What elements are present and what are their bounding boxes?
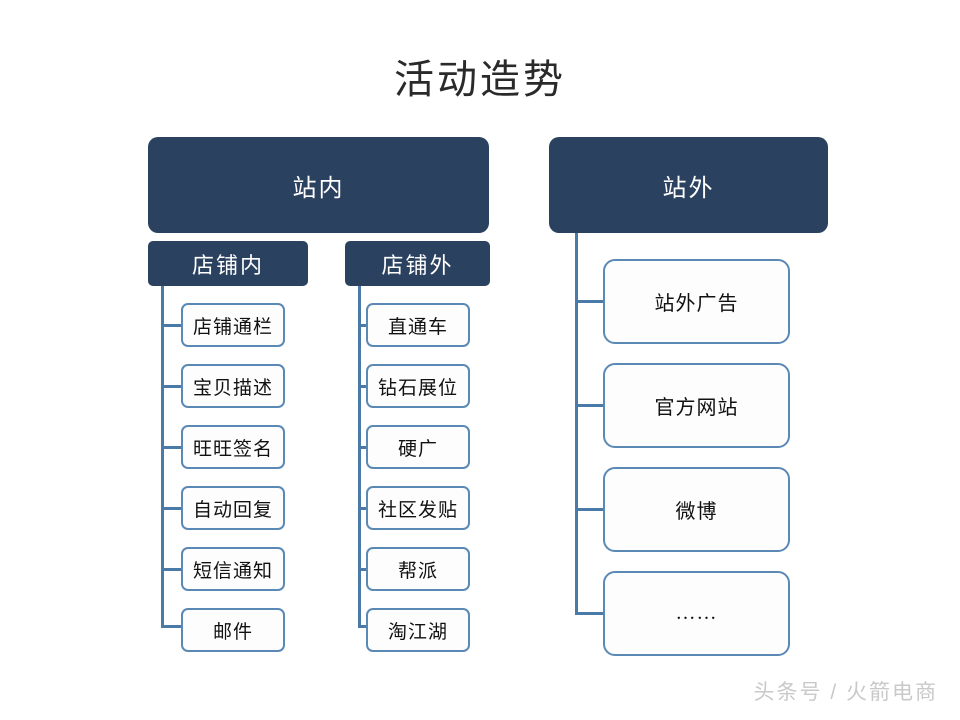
branch-header-offsite[interactable]: 站外 (549, 137, 828, 233)
connector-stub-offsite-4 (575, 612, 605, 615)
list-item[interactable]: 硬广 (366, 425, 470, 469)
connector-stub-in-shop-5 (161, 568, 181, 571)
connector-stub-in-shop-1 (161, 324, 181, 327)
list-item[interactable]: 官方网站 (603, 363, 790, 448)
list-item[interactable]: 自动回复 (181, 486, 285, 530)
list-item[interactable]: 短信通知 (181, 547, 285, 591)
list-item[interactable]: 店铺通栏 (181, 303, 285, 347)
branch-header-onsite[interactable]: 站内 (148, 137, 489, 233)
list-item[interactable]: 邮件 (181, 608, 285, 652)
group-header-out-shop[interactable]: 店铺外 (345, 241, 490, 286)
connector-trunk-out-shop (358, 286, 361, 627)
connector-stub-offsite-1 (575, 300, 605, 303)
connector-stub-in-shop-6 (161, 625, 181, 628)
list-item[interactable]: …… (603, 571, 790, 656)
list-item[interactable]: 社区发贴 (366, 486, 470, 530)
list-item[interactable]: 站外广告 (603, 259, 790, 344)
list-item[interactable]: 旺旺签名 (181, 425, 285, 469)
watermark: 头条号 / 火箭电商 (753, 681, 938, 704)
list-item[interactable]: 微博 (603, 467, 790, 552)
connector-stub-in-shop-3 (161, 446, 181, 449)
page-title: 活动造势 (394, 57, 566, 102)
list-item[interactable]: 帮派 (366, 547, 470, 591)
group-header-in-shop[interactable]: 店铺内 (148, 241, 308, 286)
connector-stub-in-shop-4 (161, 507, 181, 510)
connector-stub-offsite-2 (575, 404, 605, 407)
list-item[interactable]: 钻石展位 (366, 364, 470, 408)
connector-trunk-in-shop (161, 286, 164, 627)
list-item[interactable]: 直通车 (366, 303, 470, 347)
connector-stub-offsite-3 (575, 508, 605, 511)
list-item[interactable]: 淘江湖 (366, 608, 470, 652)
list-item[interactable]: 宝贝描述 (181, 364, 285, 408)
connector-stub-in-shop-2 (161, 385, 181, 388)
connector-trunk-offsite (575, 233, 578, 614)
